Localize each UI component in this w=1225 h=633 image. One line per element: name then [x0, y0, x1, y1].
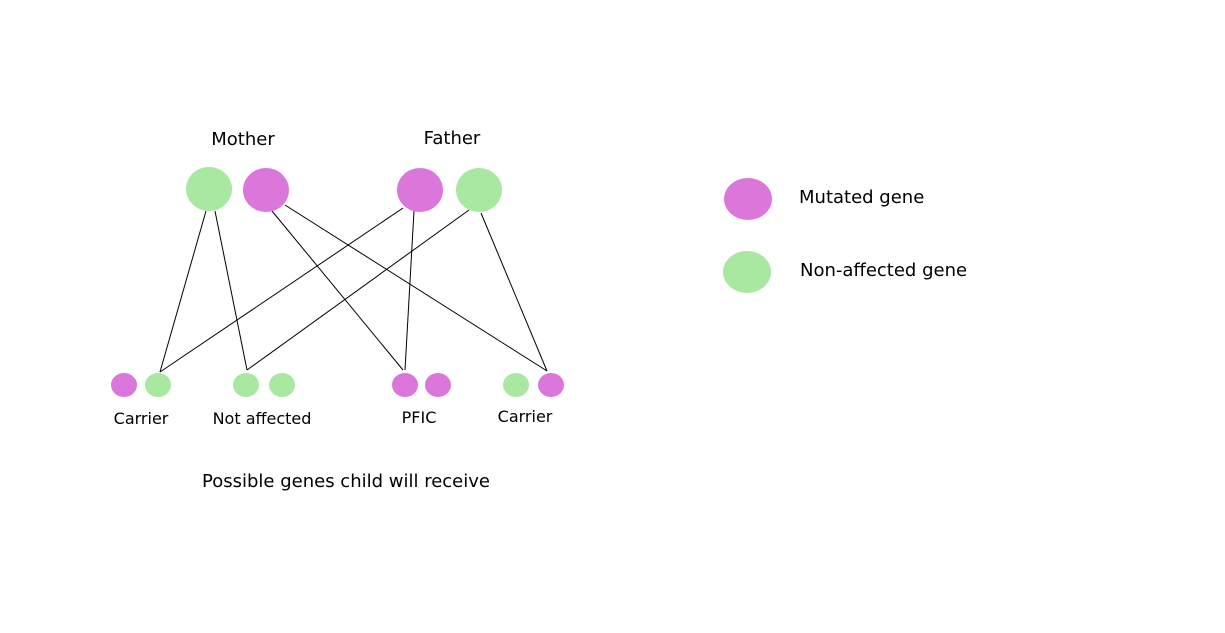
child-carrier-left: [111, 373, 171, 397]
mother-genes: [186, 167, 289, 212]
child-not-affected: [233, 373, 295, 397]
line-father-normal-to-not-affected: [246, 209, 470, 371]
line-mother-normal-to-not-affected: [214, 210, 248, 371]
line-mother-normal-to-carrier: [159, 210, 207, 373]
legend-mutated-label: Mutated gene: [799, 187, 925, 208]
mother-non-affected-gene: [186, 167, 232, 211]
child-mutated-gene: [425, 373, 451, 397]
child-non-affected-gene: [503, 373, 529, 397]
child-carrier-right: [503, 373, 564, 397]
child-non-affected-gene: [269, 373, 295, 397]
mother-label: Mother: [211, 129, 275, 150]
father-mutated-gene: [397, 168, 443, 212]
line-father-normal-to-carrier-right: [480, 212, 548, 372]
child-label-pfic: PFIC: [401, 408, 437, 427]
father-genes: [397, 168, 502, 212]
father-non-affected-gene: [456, 168, 502, 212]
child-label-carrier-left: Carrier: [113, 409, 169, 428]
legend-non-affected-swatch: [723, 251, 771, 293]
child-mutated-gene: [111, 373, 137, 397]
child-non-affected-gene: [233, 373, 259, 397]
child-pfic: [392, 373, 451, 397]
legend-swatches: [723, 178, 772, 293]
child-non-affected-gene: [145, 373, 171, 397]
line-father-mutated-to-carrier-left: [159, 207, 404, 373]
child-label-carrier-right: Carrier: [497, 407, 553, 426]
father-label: Father: [423, 128, 481, 149]
child-mutated-gene: [392, 373, 418, 397]
inheritance-lines: [159, 204, 548, 373]
diagram-caption: Possible genes child will receive: [202, 471, 490, 492]
child-mutated-gene: [538, 373, 564, 397]
line-father-mutated-to-pfic: [404, 210, 415, 371]
line-mother-mutated-to-pfic: [271, 210, 404, 371]
legend-mutated-swatch: [724, 178, 772, 220]
line-mother-mutated-to-carrier-right: [284, 204, 548, 372]
legend-non-affected-label: Non-affected gene: [800, 260, 968, 281]
mother-mutated-gene: [243, 168, 289, 212]
child-label-not-affected: Not affected: [212, 409, 312, 428]
